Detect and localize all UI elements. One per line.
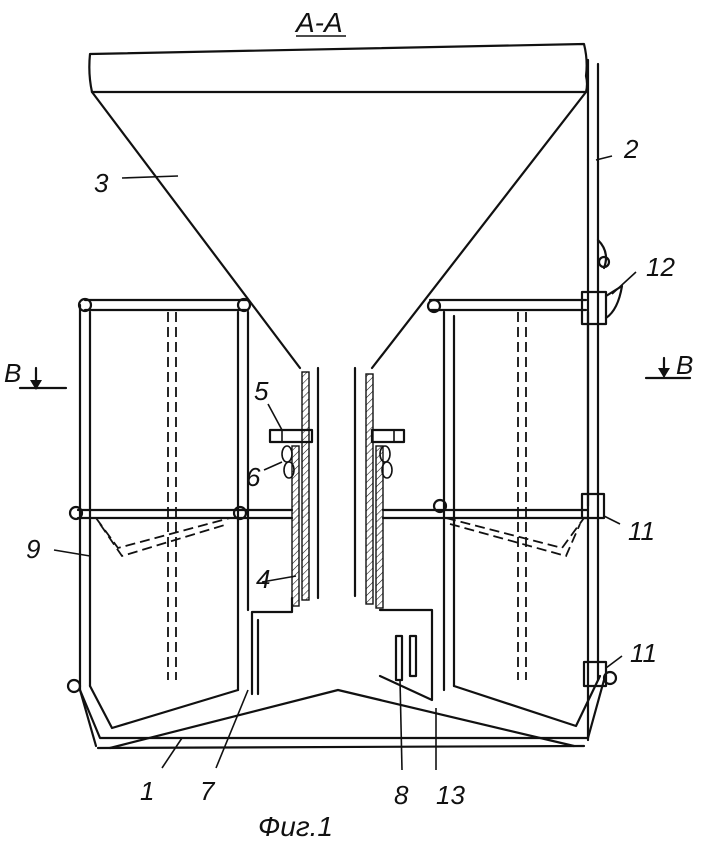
label-6: 6	[246, 462, 261, 492]
flange	[268, 428, 406, 444]
sleeve	[291, 445, 384, 609]
middle-rods	[68, 498, 590, 521]
leader-lines	[53, 155, 637, 771]
clamp-upper	[580, 492, 606, 520]
svg-text:В: В	[676, 350, 693, 380]
svg-text:В: В	[4, 358, 21, 388]
vertical-rod	[586, 58, 600, 742]
plate	[378, 608, 434, 702]
label-1: 1	[140, 776, 154, 806]
clamp-lower	[582, 660, 608, 688]
label-11-upper: 11	[628, 516, 655, 546]
figure-caption: Фиг.1	[258, 811, 333, 842]
label-4: 4	[256, 564, 270, 594]
section-mark-left: В	[4, 358, 68, 390]
hopper	[90, 90, 588, 370]
step-bracket	[250, 596, 294, 696]
label-7: 7	[200, 776, 216, 806]
top-box	[88, 42, 589, 94]
latch	[580, 238, 624, 326]
label-11-lower: 11	[630, 638, 657, 668]
label-8: 8	[394, 780, 409, 810]
central-pipe	[301, 366, 374, 605]
label-13: 13	[436, 780, 465, 810]
label-9: 9	[26, 534, 40, 564]
left-cage	[77, 297, 252, 692]
label-5: 5	[254, 376, 269, 406]
base	[66, 670, 618, 750]
right-cage	[426, 298, 590, 692]
chain	[281, 445, 393, 479]
label-3: 3	[94, 168, 109, 198]
section-mark-right: В	[644, 350, 693, 380]
section-title: А-А	[294, 7, 343, 38]
label-2: 2	[623, 134, 639, 164]
label-12: 12	[646, 252, 675, 282]
